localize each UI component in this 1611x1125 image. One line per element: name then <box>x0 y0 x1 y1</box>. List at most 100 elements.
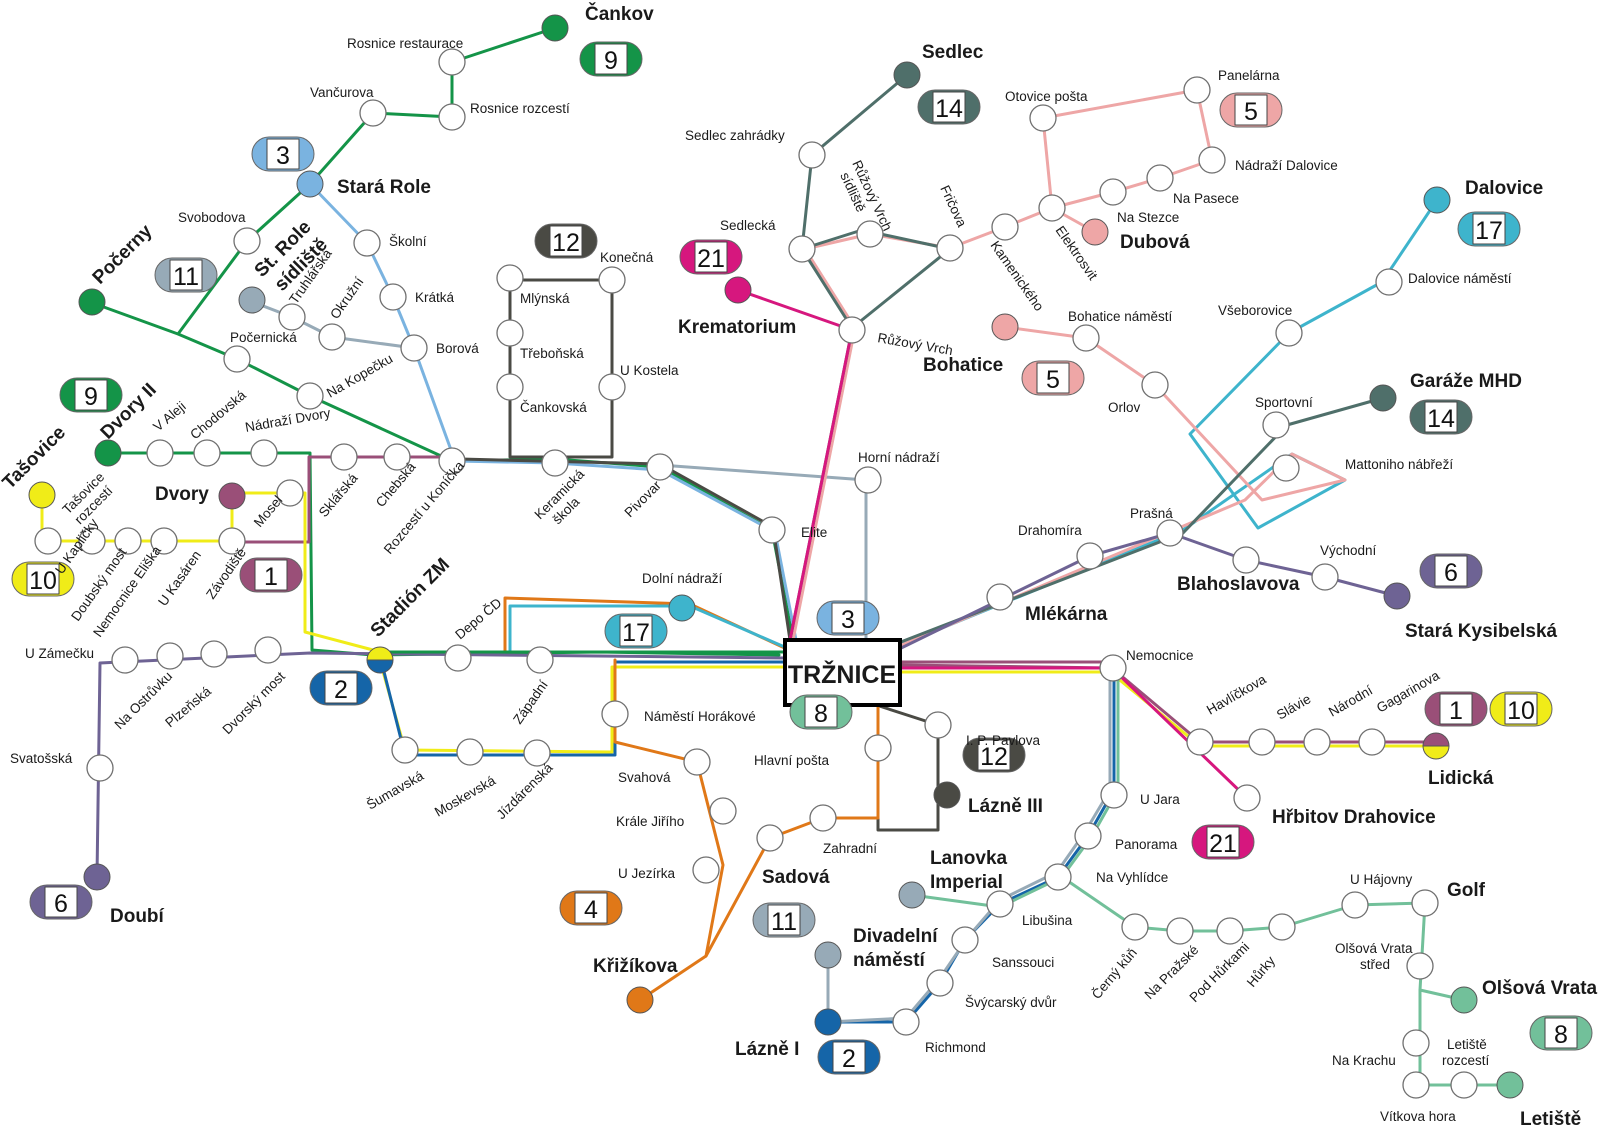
stop-marker[interactable] <box>1233 784 1261 812</box>
stop-marker[interactable] <box>1183 76 1211 104</box>
stop-marker[interactable] <box>788 235 816 263</box>
stop-marker[interactable] <box>1268 913 1296 941</box>
line-badge-6[interactable]: 6 <box>29 884 93 920</box>
stop-marker[interactable] <box>250 439 278 467</box>
stop-marker[interactable] <box>276 479 304 507</box>
line-badge-11[interactable]: 11 <box>154 257 218 293</box>
line-badge-5[interactable]: 5 <box>1219 92 1283 128</box>
stop-marker[interactable] <box>1303 728 1331 756</box>
stop-marker[interactable] <box>926 969 954 997</box>
line-badge-5[interactable]: 5 <box>1021 360 1085 396</box>
line-badge-10[interactable]: 10 <box>11 561 75 597</box>
stop-marker[interactable] <box>1038 194 1066 222</box>
stop-marker[interactable] <box>1262 411 1290 439</box>
line-badge-17[interactable]: 17 <box>1457 211 1521 247</box>
stop-marker[interactable] <box>854 466 882 494</box>
stop-marker[interactable] <box>1311 563 1339 591</box>
stop-marker[interactable] <box>838 316 866 344</box>
stop-marker[interactable] <box>438 103 466 131</box>
stop-marker[interactable] <box>1141 371 1169 399</box>
terminal-marker[interactable] <box>814 941 842 969</box>
stop-marker[interactable] <box>496 264 524 292</box>
stop-marker[interactable] <box>924 711 952 739</box>
stop-marker[interactable] <box>114 527 142 555</box>
terminal-marker[interactable] <box>724 276 752 304</box>
stop-marker[interactable] <box>1406 952 1434 980</box>
stop-marker[interactable] <box>296 382 324 410</box>
stop-marker[interactable] <box>1099 178 1127 206</box>
stop-marker[interactable] <box>223 345 251 373</box>
line-badge-3[interactable]: 3 <box>816 600 880 636</box>
stop-marker[interactable] <box>1100 781 1128 809</box>
lidicka-terminal-bottom[interactable] <box>1422 745 1450 760</box>
stop-marker[interactable] <box>709 797 737 825</box>
stop-marker[interactable] <box>1402 1071 1430 1099</box>
stop-marker[interactable] <box>150 527 178 555</box>
stop-marker[interactable] <box>78 527 106 555</box>
terminal-marker[interactable] <box>893 61 921 89</box>
line-badge-9[interactable]: 9 <box>579 41 643 77</box>
line-badge-2[interactable]: 2 <box>309 670 373 706</box>
stop-marker[interactable] <box>523 739 551 767</box>
stop-marker[interactable] <box>1074 822 1102 850</box>
terminal-marker[interactable] <box>94 439 122 467</box>
stop-marker[interactable] <box>1402 1029 1430 1057</box>
line-badge-3[interactable]: 3 <box>251 136 315 172</box>
line-badge-12[interactable]: 12 <box>962 737 1026 773</box>
stop-marker[interactable] <box>683 748 711 776</box>
stop-marker[interactable] <box>359 99 387 127</box>
stop-marker[interactable] <box>1029 104 1057 132</box>
terminal-marker[interactable] <box>28 481 56 509</box>
stop-marker[interactable] <box>438 447 466 475</box>
stop-marker[interactable] <box>1146 164 1174 192</box>
terminal-marker[interactable] <box>1081 218 1109 246</box>
line-badge-14[interactable]: 14 <box>917 89 981 125</box>
stop-marker[interactable] <box>233 227 261 255</box>
line-badge-11[interactable]: 11 <box>752 902 816 938</box>
line-badge-17[interactable]: 17 <box>604 613 668 649</box>
stop-marker[interactable] <box>383 443 411 471</box>
stop-marker[interactable] <box>601 700 629 728</box>
terminal-marker[interactable] <box>626 986 654 1014</box>
line-badge-8[interactable]: 8 <box>1529 1015 1593 1051</box>
stop-marker[interactable] <box>1216 917 1244 945</box>
stop-marker[interactable] <box>1166 917 1194 945</box>
stop-marker[interactable] <box>541 449 569 477</box>
stop-marker[interactable] <box>986 583 1014 611</box>
stop-marker[interactable] <box>1450 1071 1478 1099</box>
stop-marker[interactable] <box>1375 268 1403 296</box>
stop-marker[interactable] <box>496 319 524 347</box>
line-badge-9[interactable]: 9 <box>59 377 123 413</box>
stop-marker[interactable] <box>156 642 184 670</box>
stop-marker[interactable] <box>1198 146 1226 174</box>
stop-marker[interactable] <box>1156 519 1184 547</box>
stop-marker[interactable] <box>892 1008 920 1036</box>
stop-marker[interactable] <box>1099 654 1127 682</box>
stop-marker[interactable] <box>1358 728 1386 756</box>
stop-marker[interactable] <box>318 323 346 351</box>
stop-marker[interactable] <box>598 373 626 401</box>
stop-marker[interactable] <box>254 636 282 664</box>
terminal-marker[interactable] <box>78 288 106 316</box>
terminal-marker[interactable] <box>296 170 324 198</box>
stop-marker[interactable] <box>353 229 381 257</box>
terminal-marker[interactable] <box>541 14 569 42</box>
stop-marker[interactable] <box>496 373 524 401</box>
stop-marker[interactable] <box>809 804 837 832</box>
stop-marker[interactable] <box>1076 542 1104 570</box>
line-badge-21[interactable]: 21 <box>679 239 743 275</box>
stop-marker[interactable] <box>438 48 466 76</box>
terminal-marker[interactable] <box>218 482 246 510</box>
terminal-marker[interactable] <box>1423 186 1451 214</box>
stop-marker[interactable] <box>1044 863 1072 891</box>
stop-marker[interactable] <box>1248 728 1276 756</box>
stop-marker[interactable] <box>1275 319 1303 347</box>
stop-marker[interactable] <box>758 516 786 544</box>
line-badge-6[interactable]: 6 <box>1419 553 1483 589</box>
stadion-terminal-top[interactable] <box>366 646 394 661</box>
line-badge-10[interactable]: 10 <box>1489 691 1553 727</box>
terminal-marker[interactable] <box>814 1008 842 1036</box>
stop-marker[interactable] <box>646 453 674 481</box>
stop-marker[interactable] <box>1121 913 1149 941</box>
stop-marker[interactable] <box>756 824 784 852</box>
